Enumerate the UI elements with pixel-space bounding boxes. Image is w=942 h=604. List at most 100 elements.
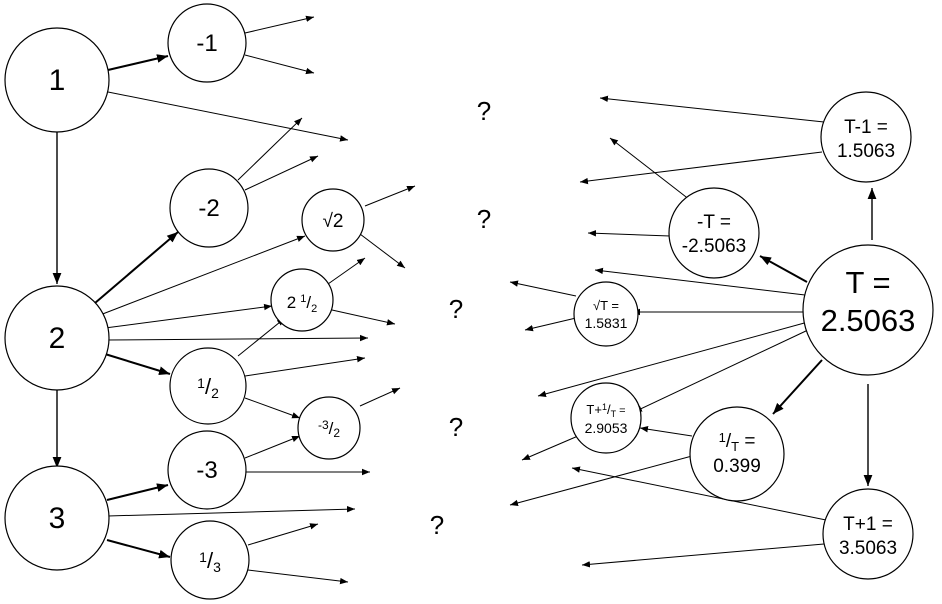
- node-negt: -T = -2.5063: [668, 187, 760, 279]
- question-mark-4: ?: [449, 412, 463, 442]
- edge-neg3half-out: [359, 387, 401, 407]
- node-tminus1: T-1 = 1.5063: [820, 91, 912, 183]
- edge-sqrtt-out-a: [509, 280, 577, 297]
- node-invt-line1: 1/T =: [719, 430, 756, 454]
- question-mark-5: ?: [430, 510, 444, 540]
- edge-tminus1-out-a: [599, 95, 825, 123]
- node-sqrt2: √2: [301, 188, 365, 252]
- edge-sqrt2-out-b: [359, 233, 406, 269]
- edge-sqrt2-out-a: [364, 185, 416, 207]
- node-2: 2: [4, 285, 110, 391]
- third-num: 1: [199, 549, 207, 565]
- node-tplus-inv: T+1/T = 2.9053: [570, 382, 642, 454]
- edge-1-to-neg1: [107, 54, 169, 71]
- node-half: 1/2: [169, 347, 247, 425]
- tplusinv-c: /: [607, 402, 611, 417]
- question-mark-3: ?: [449, 294, 463, 324]
- question-mark-1: ?: [477, 96, 491, 126]
- node-2-label: 2: [49, 322, 66, 355]
- tplusinv-a: T+: [586, 402, 602, 417]
- edge-neg3-to-neg3half: [244, 435, 301, 459]
- two-half-den: 2: [311, 303, 317, 315]
- invt-a: 1: [719, 430, 726, 445]
- two-half-num: 1: [300, 293, 306, 305]
- edge-neg1-out-a: [244, 15, 315, 34]
- edge-neg2-out-b: [244, 155, 319, 191]
- edge-half-to-neg3half: [244, 397, 301, 419]
- invt-c: T: [731, 439, 739, 454]
- edge-neg1-out-b: [244, 54, 315, 75]
- node-3-label: 3: [49, 502, 66, 535]
- neg3half-num: -3: [318, 418, 329, 432]
- node-tplus1: T+1 = 3.5063: [822, 488, 914, 580]
- edge-half-to-2half: [237, 317, 286, 357]
- node-t-line1: T =: [845, 265, 890, 300]
- node-third: 1/3: [170, 520, 250, 600]
- edge-tplus1-out-a: [571, 466, 827, 521]
- edge-t-to-tplusinv: [633, 329, 809, 413]
- tplusinv-b: 1: [602, 402, 607, 412]
- node-tminus1-line1: T-1 =: [844, 117, 888, 138]
- node-sqrtt-line2: 1.5831: [585, 315, 628, 331]
- node-tminus1-line2: 1.5063: [837, 141, 895, 162]
- invt-b: /: [726, 431, 732, 452]
- node-3: 3: [4, 465, 110, 571]
- edge-2-out-mid: [106, 334, 369, 342]
- edge-tminus1-out-b: [579, 151, 823, 185]
- edge-2-to-neg2: [94, 231, 179, 304]
- half-num: 1: [197, 375, 205, 391]
- edge-tplusinv-out: [521, 435, 579, 461]
- two-half-whole: 2: [287, 293, 296, 312]
- left-edges: [52, 15, 416, 585]
- edge-neg2-out-a: [237, 117, 303, 181]
- node-neg1-label: -1: [196, 30, 217, 57]
- edge-t-to-invt: [772, 359, 823, 415]
- edge-2-to-2half: [104, 303, 273, 329]
- node-tplus1-line1: T+1 =: [843, 514, 893, 535]
- edge-tplus1-out-b: [581, 543, 825, 568]
- node-invt-line2: 0.399: [713, 456, 761, 477]
- node-neg1: -1: [167, 3, 247, 83]
- node-sqrtt-line1: √T =: [593, 298, 619, 313]
- node-neg2-label: -2: [198, 195, 219, 222]
- edge-3-to-third: [106, 539, 171, 559]
- edge-half-out: [244, 356, 366, 377]
- node-t: T = 2.5063: [802, 244, 934, 376]
- edge-2-to-half: [104, 353, 171, 375]
- node-negt-line1: -T =: [697, 212, 731, 233]
- edge-invt-out: [509, 455, 693, 507]
- tplusinv-e: =: [616, 405, 625, 417]
- invt-d: =: [739, 431, 755, 452]
- half-den: 2: [211, 385, 219, 401]
- edge-t-out-b: [537, 321, 809, 397]
- edge-third-out-b: [247, 569, 349, 585]
- node-sqrt2-label: √2: [323, 211, 344, 232]
- node-tplus-inv-line2: 2.9053: [585, 420, 628, 436]
- node-invt: 1/T = 0.399: [689, 406, 785, 502]
- edge-third-out-a: [247, 523, 319, 546]
- edge-sqrtt-out-b: [524, 317, 577, 332]
- neg3half-den: 2: [333, 426, 340, 440]
- edge-t-to-negt: [759, 255, 808, 283]
- question-marks: ? ? ? ? ?: [430, 96, 491, 540]
- edge-negt-out-a: [609, 137, 691, 201]
- node-tplus1-line2: 3.5063: [839, 538, 897, 559]
- tplusinv-d: T: [611, 409, 617, 419]
- node-neg3-half: -3/2: [297, 396, 361, 460]
- node-neg2: -2: [169, 168, 249, 248]
- edge-2half-out-b: [331, 309, 396, 326]
- node-tplus-inv-line1: T+1/T =: [586, 402, 625, 419]
- node-neg3: -3: [167, 430, 247, 510]
- third-den: 3: [213, 559, 221, 575]
- edge-3-to-neg3: [106, 483, 169, 501]
- node-t-line2: 2.5063: [821, 303, 916, 338]
- right-edges: [509, 95, 877, 568]
- node-sqrtt: √T = 1.5831: [573, 281, 639, 347]
- node-neg3-half-label: -3/2: [318, 418, 340, 440]
- edge-3-out-long: [107, 506, 356, 517]
- edge-2-to-sqrt2: [99, 235, 306, 316]
